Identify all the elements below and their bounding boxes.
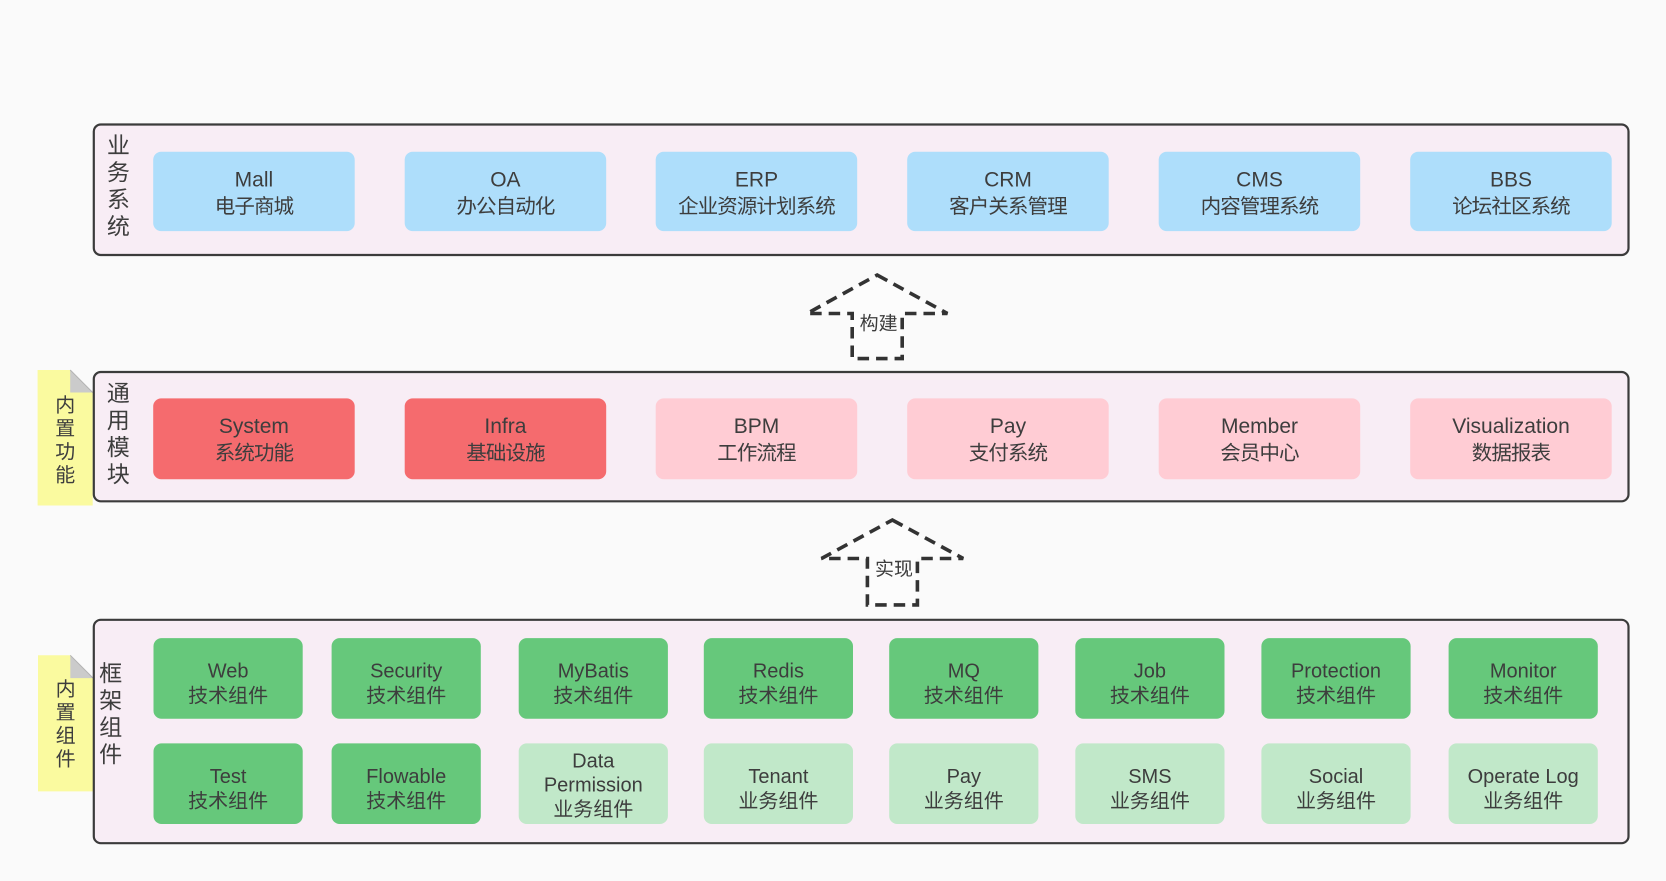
svg-text:CMS: CMS: [1236, 168, 1283, 191]
svg-text:OA: OA: [490, 168, 520, 191]
svg-text:Monitor: Monitor: [1490, 661, 1557, 683]
svg-text:CRM: CRM: [984, 168, 1032, 191]
svg-text:System: System: [219, 415, 289, 438]
svg-text:Social: Social: [1309, 766, 1363, 788]
svg-text:MyBatis: MyBatis: [558, 661, 629, 683]
svg-text:Permission: Permission: [544, 774, 643, 796]
svg-text:ERP: ERP: [735, 168, 778, 191]
svg-text:Mall: Mall: [235, 168, 274, 191]
svg-text:Redis: Redis: [753, 661, 804, 683]
svg-text:Visualization: Visualization: [1452, 415, 1570, 438]
svg-text:MQ: MQ: [948, 661, 980, 683]
svg-text:Flowable: Flowable: [366, 766, 446, 788]
svg-text:BBS: BBS: [1490, 168, 1532, 191]
svg-text:Protection: Protection: [1291, 661, 1381, 683]
svg-text:Infra: Infra: [484, 415, 526, 438]
svg-text:Pay: Pay: [947, 766, 981, 788]
svg-text:Web: Web: [208, 661, 249, 683]
svg-text:SMS: SMS: [1128, 766, 1171, 788]
svg-text:Job: Job: [1134, 661, 1166, 683]
svg-text:BPM: BPM: [734, 415, 780, 438]
svg-text:Operate Log: Operate Log: [1468, 766, 1579, 788]
svg-text:Tenant: Tenant: [748, 766, 808, 788]
svg-text:Test: Test: [210, 766, 247, 788]
svg-text:Data: Data: [572, 750, 615, 772]
svg-text:Member: Member: [1221, 415, 1298, 438]
svg-text:Pay: Pay: [990, 415, 1027, 438]
svg-text:Security: Security: [370, 661, 442, 683]
